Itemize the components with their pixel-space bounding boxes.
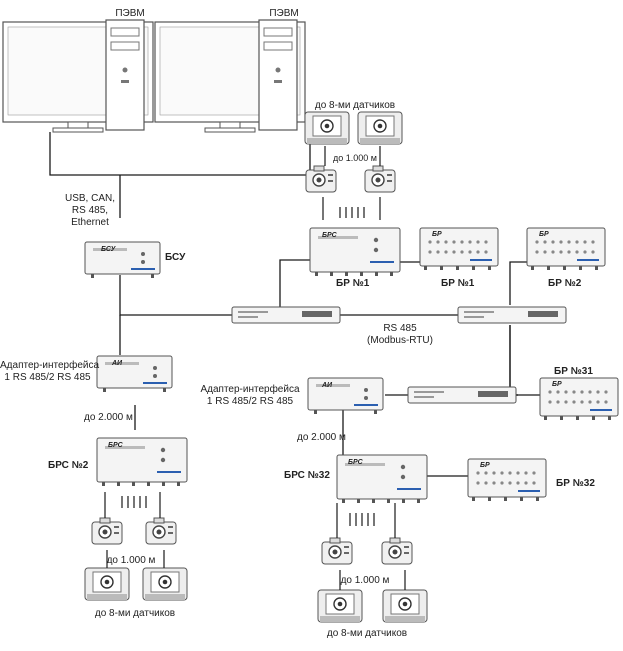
br2-label: БР №2 (548, 278, 582, 289)
top-sensors-label: до 8-ми датчиков (314, 100, 396, 111)
br31-panel-text: БР (552, 381, 562, 388)
brs32-label: БРС №32 (284, 470, 330, 481)
br32-label: БР №32 (556, 478, 595, 489)
bsu-interface-line-3: Ethernet (71, 217, 109, 228)
brs-top-label: БР №1 (336, 278, 370, 289)
br2-panel-text: БР (539, 231, 549, 238)
bus-label-line-2: (Modbus-RTU) (367, 335, 433, 346)
bsu-interface-line-2: RS 485, (71, 205, 109, 216)
bottom-right-distance-label: до 1.000 м (340, 575, 390, 586)
bsu-label: БСУ (165, 252, 186, 263)
br31-label: БР №31 (554, 366, 593, 377)
pc-right-label: ПЭВМ (269, 8, 299, 19)
adapter-left-label-line-2: 1 RS 485/2 RS 485 (4, 372, 91, 383)
adapter-right-label-line-2: 1 RS 485/2 RS 485 (206, 396, 294, 407)
right-adapter-distance-label: до 2.000 м (297, 432, 346, 443)
pc-left-label: ПЭВМ (115, 8, 145, 19)
adapter-right-label-line-1: Адаптер-интерфейса (200, 384, 300, 395)
adapter-left-label-line-1: Адаптер-интерфейса (0, 360, 100, 371)
bsu-panel-text: БСУ (101, 246, 116, 253)
brs32-panel-text: БРС (348, 459, 363, 466)
brs2-label: БРС №2 (48, 460, 89, 471)
brs-top-panel-text: БРС (322, 232, 337, 239)
bottom-left-sensors-label: до 8-ми датчиков (94, 608, 176, 619)
br1-label: БР №1 (441, 278, 475, 289)
bottom-left-distance-label: до 1.000 м (106, 555, 156, 566)
br32-panel-text: БР (480, 462, 490, 469)
bottom-right-sensors-label: до 8-ми датчиков (326, 628, 408, 639)
brs2-panel-text: БРС (108, 442, 123, 449)
bus-label-line-1: RS 485 (383, 323, 417, 334)
adapter-right-panel-text: АИ (322, 382, 333, 389)
bsu-interface-line-1: USB, CAN, (64, 193, 115, 204)
adapter-left-panel-text: АИ (112, 360, 123, 367)
br1-panel-text: БР (432, 231, 442, 238)
left-adapter-distance-label: до 2.000 м (84, 412, 133, 423)
top-distance-label: до 1.000 м (333, 153, 377, 163)
